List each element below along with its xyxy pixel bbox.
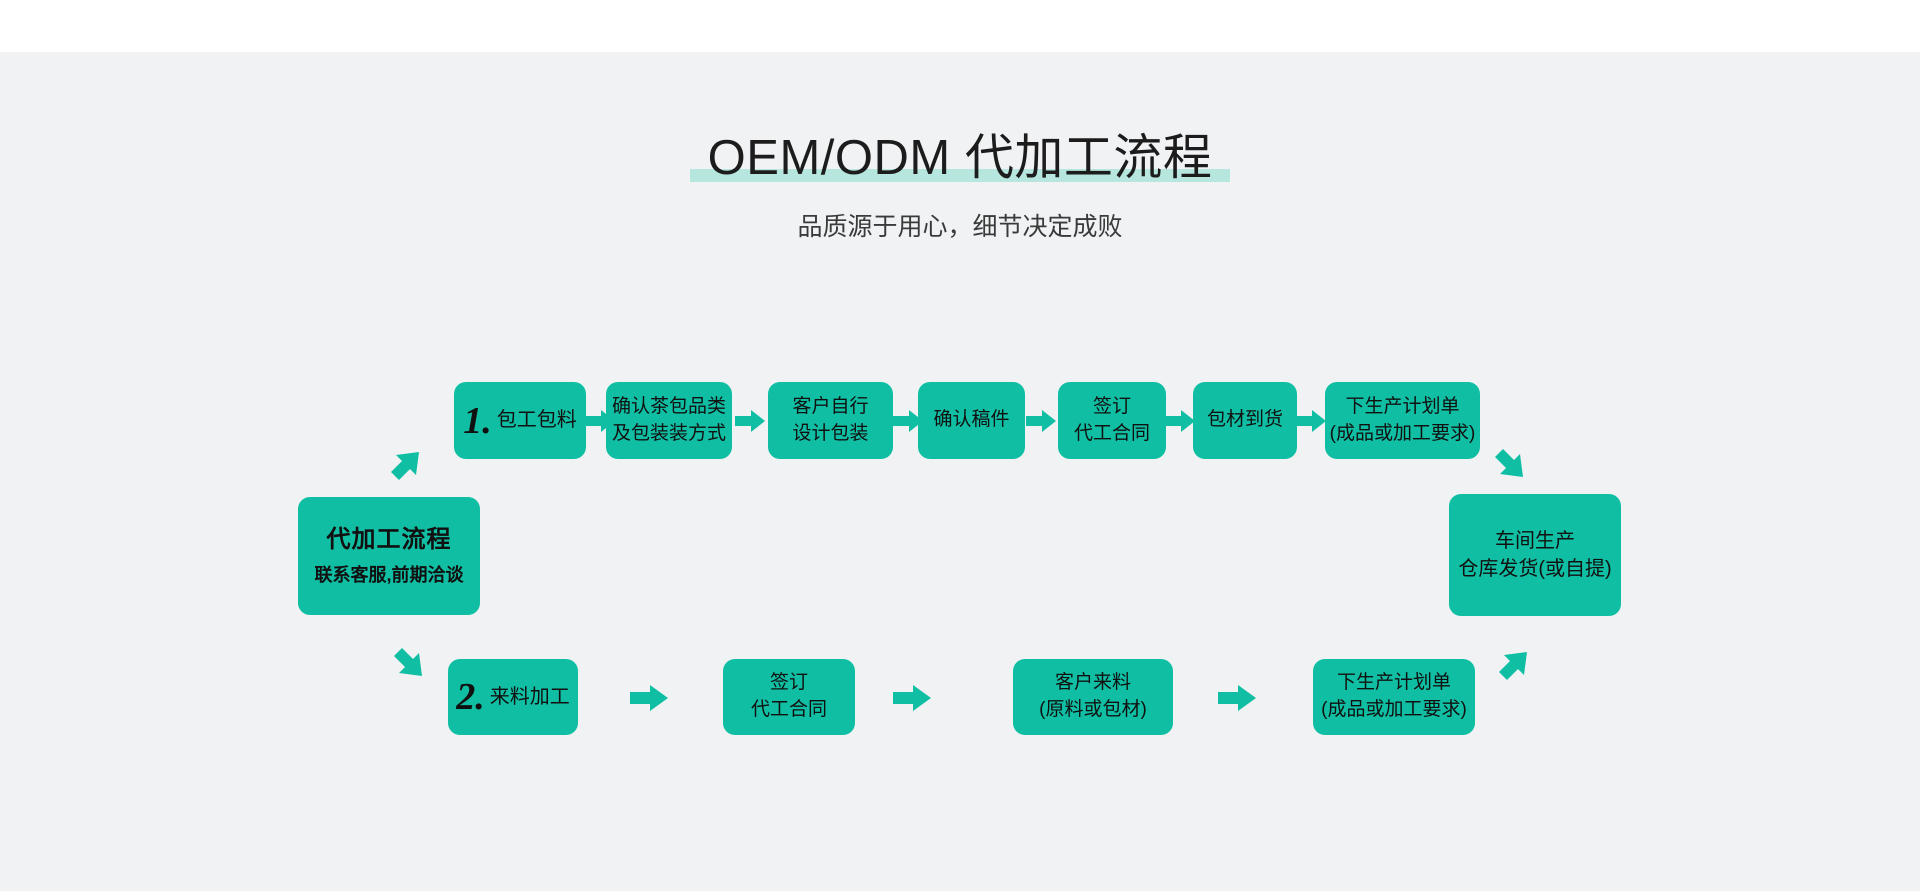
node-line-1: 客户来料	[1054, 672, 1131, 694]
node-line-1: 签订	[769, 672, 808, 694]
node-line-2: 代工合同	[1073, 422, 1150, 444]
branch-top-number: 1.	[463, 399, 492, 442]
branch-bottom-label: 来料加工	[489, 685, 570, 708]
arrow-right-icon	[735, 408, 765, 434]
flow-node-top-5[interactable]: 包材到货	[1193, 382, 1297, 459]
page-title-wrap: OEM/ODM 代加工流程	[689, 128, 1231, 188]
arrow-right-icon	[1218, 683, 1256, 713]
node-line-2: (原料或包材)	[1039, 699, 1147, 720]
arrow-up-right-icon	[385, 444, 427, 486]
arrow-right-icon	[630, 683, 668, 713]
flow-node-branch-bottom-label[interactable]: 2. 来料加工	[448, 659, 578, 735]
flow-node-bottom-3[interactable]: 下生产计划单 (成品或加工要求)	[1313, 659, 1475, 735]
start-node-title: 代加工流程	[326, 526, 452, 554]
arrow-right-icon	[893, 683, 931, 713]
page-title: OEM/ODM 代加工流程	[707, 131, 1213, 185]
node-line-1: 客户自行	[792, 395, 869, 417]
node-line-1: 下生产计划单	[1345, 395, 1460, 417]
end-node-line-1: 车间生产	[1495, 529, 1575, 552]
node-line-2: 设计包装	[792, 422, 869, 444]
arrow-right-icon	[1026, 408, 1056, 434]
node-line-2: 代工合同	[750, 699, 827, 720]
flow-node-bottom-2[interactable]: 客户来料 (原料或包材)	[1013, 659, 1173, 735]
arrow-right-icon	[1165, 408, 1195, 434]
node-line-2: 及包装装方式	[611, 422, 726, 444]
flow-node-start[interactable]: 代加工流程 联系客服,前期洽谈	[298, 497, 480, 615]
start-node-caption: 联系客服,前期洽谈	[314, 565, 464, 586]
content-band	[0, 52, 1920, 891]
arrow-up-right-icon	[1493, 644, 1535, 686]
flow-node-top-3[interactable]: 确认稿件	[918, 382, 1025, 459]
branch-top-label: 包工包料	[496, 409, 577, 432]
flow-node-top-4[interactable]: 签订 代工合同	[1058, 382, 1166, 459]
arrow-right-icon	[1296, 408, 1326, 434]
branch-bottom-number: 2.	[456, 676, 485, 718]
flow-node-branch-top-label[interactable]: 1. 包工包料	[454, 382, 586, 459]
arrow-right-icon	[893, 408, 923, 434]
node-line-1: 包材到货	[1206, 409, 1283, 431]
header: OEM/ODM 代加工流程 品质源于用心，细节决定成败	[0, 128, 1920, 244]
node-line-2: (成品或加工要求)	[1329, 422, 1476, 444]
title-underline	[689, 169, 1231, 182]
arrow-down-right-icon	[1489, 443, 1531, 485]
flow-node-top-1[interactable]: 确认茶包品类 及包装装方式	[606, 382, 732, 459]
page-subtitle: 品质源于用心，细节决定成败	[797, 213, 1123, 241]
flow-node-top-6[interactable]: 下生产计划单 (成品或加工要求)	[1325, 382, 1480, 459]
node-line-2: (成品或加工要求)	[1321, 699, 1467, 720]
arrow-down-right-icon	[388, 642, 430, 684]
end-node-line-2: 仓库发货(或自提)	[1458, 558, 1612, 580]
node-line-1: 确认茶包品类	[611, 395, 726, 417]
node-line-1: 下生产计划单	[1336, 672, 1451, 694]
node-line-1: 签订	[1092, 395, 1131, 417]
flow-node-top-2[interactable]: 客户自行 设计包装	[768, 382, 893, 459]
flow-node-bottom-1[interactable]: 签订 代工合同	[723, 659, 855, 735]
flow-node-end[interactable]: 车间生产 仓库发货(或自提)	[1449, 494, 1621, 616]
node-line-1: 确认稿件	[933, 409, 1010, 431]
